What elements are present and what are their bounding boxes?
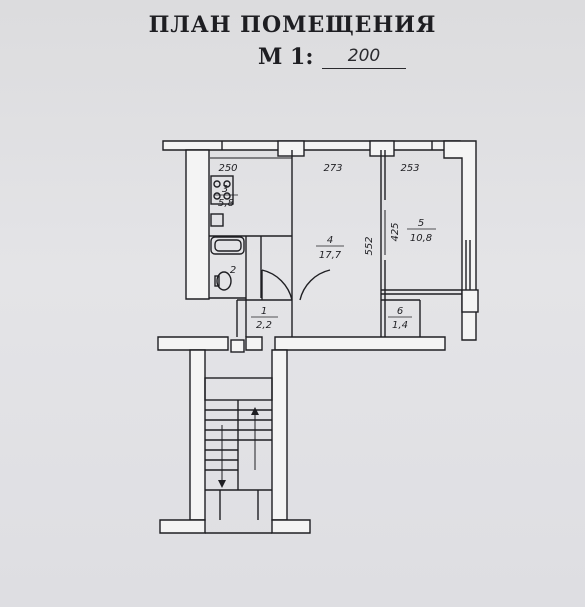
door-arc-1 [261, 269, 293, 301]
room-4-area: 17,7 [319, 250, 342, 261]
room-5-area: 10,8 [410, 233, 432, 244]
scale-value: 200 [322, 46, 406, 69]
room-3-area: 5,8 [218, 198, 234, 209]
dim-top-left: 250 [218, 163, 237, 174]
toilet [216, 271, 232, 291]
stairwell-bottom [159, 519, 206, 534]
room-3-number: 3 [222, 184, 228, 195]
wall-top [162, 140, 461, 151]
stairwell-left-wall [189, 349, 206, 521]
room-1-area: 2,2 [256, 320, 272, 331]
window-1 [277, 140, 305, 157]
balcony-notch [461, 289, 479, 313]
bathtub [210, 236, 245, 255]
stove [210, 175, 234, 205]
window-3 [230, 339, 245, 353]
room-4-number: 4 [327, 235, 333, 246]
scale-label: М 1: [258, 44, 314, 70]
room-2-number: 2 [230, 265, 236, 276]
room-6-number: 6 [397, 306, 403, 317]
stair-landing [204, 377, 273, 401]
room-6-area: 1,4 [392, 320, 408, 331]
wall-bottom-right [274, 336, 446, 351]
room-1-number: 1 [261, 306, 267, 317]
stairwell-right-wall [271, 349, 288, 521]
stairwell-bottom-right [271, 519, 311, 534]
stair-arrows [218, 407, 259, 488]
door-arc-2 [299, 269, 331, 301]
wall-left [185, 149, 210, 300]
wall-bottom [157, 336, 229, 351]
dim-top-right: 253 [400, 163, 419, 174]
room-5-number: 5 [418, 218, 424, 229]
plan-title: ПЛАН ПОМЕЩЕНИЯ [148, 12, 437, 38]
dim-height-middle: 552 [364, 236, 375, 255]
sink [210, 213, 224, 227]
dim-height-right: 425 [390, 222, 401, 241]
dim-top-middle: 273 [323, 163, 342, 174]
stair-steps [205, 400, 272, 490]
window-2 [369, 140, 395, 157]
wall-bottom-mid [245, 336, 263, 351]
